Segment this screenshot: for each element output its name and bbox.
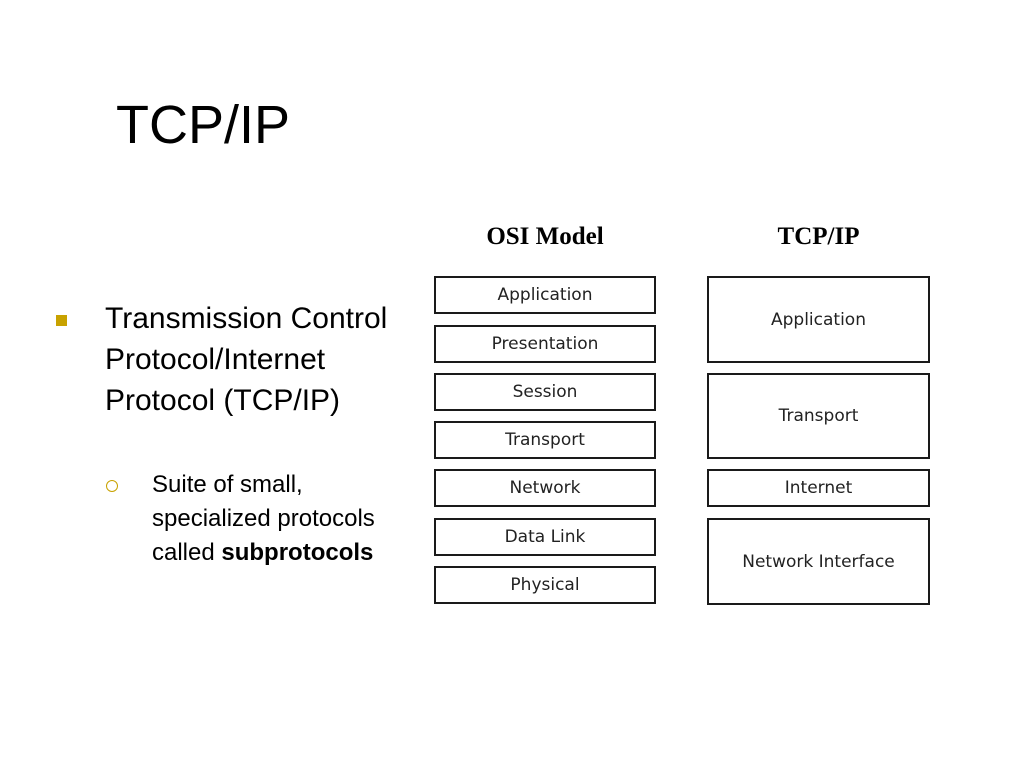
- bullet-text: Transmission Control Protocol/Internet P…: [105, 302, 388, 417]
- osi-layer-presentation: Presentation: [434, 325, 656, 363]
- osi-layer-physical: Physical: [434, 566, 656, 604]
- tcpip-layer-internet: Internet: [707, 469, 930, 507]
- slide-title: TCP/IP: [116, 95, 291, 155]
- osi-layer-transport: Transport: [434, 421, 656, 459]
- sub-bullet-bold-term: subprotocols: [221, 539, 374, 566]
- osi-layer-network: Network: [434, 469, 656, 507]
- tcpip-heading: TCP/IP: [777, 223, 860, 250]
- square-bullet-icon: [56, 315, 67, 326]
- tcpip-layer-application: Application: [707, 276, 930, 363]
- sub-bullet-text-main: Suite of small, specialized protocols ca…: [152, 471, 375, 566]
- tcpip-layer-network-interface: Network Interface: [707, 518, 930, 605]
- osi-layer-application: Application: [434, 276, 656, 314]
- osi-heading: OSI Model: [486, 223, 604, 250]
- tcpip-layer-transport: Transport: [707, 373, 930, 459]
- osi-layer-session: Session: [434, 373, 656, 411]
- osi-layer-data-link: Data Link: [434, 518, 656, 556]
- sub-bullet-text: Suite of small, specialized protocols ca…: [152, 468, 382, 570]
- circle-bullet-icon: [106, 480, 118, 492]
